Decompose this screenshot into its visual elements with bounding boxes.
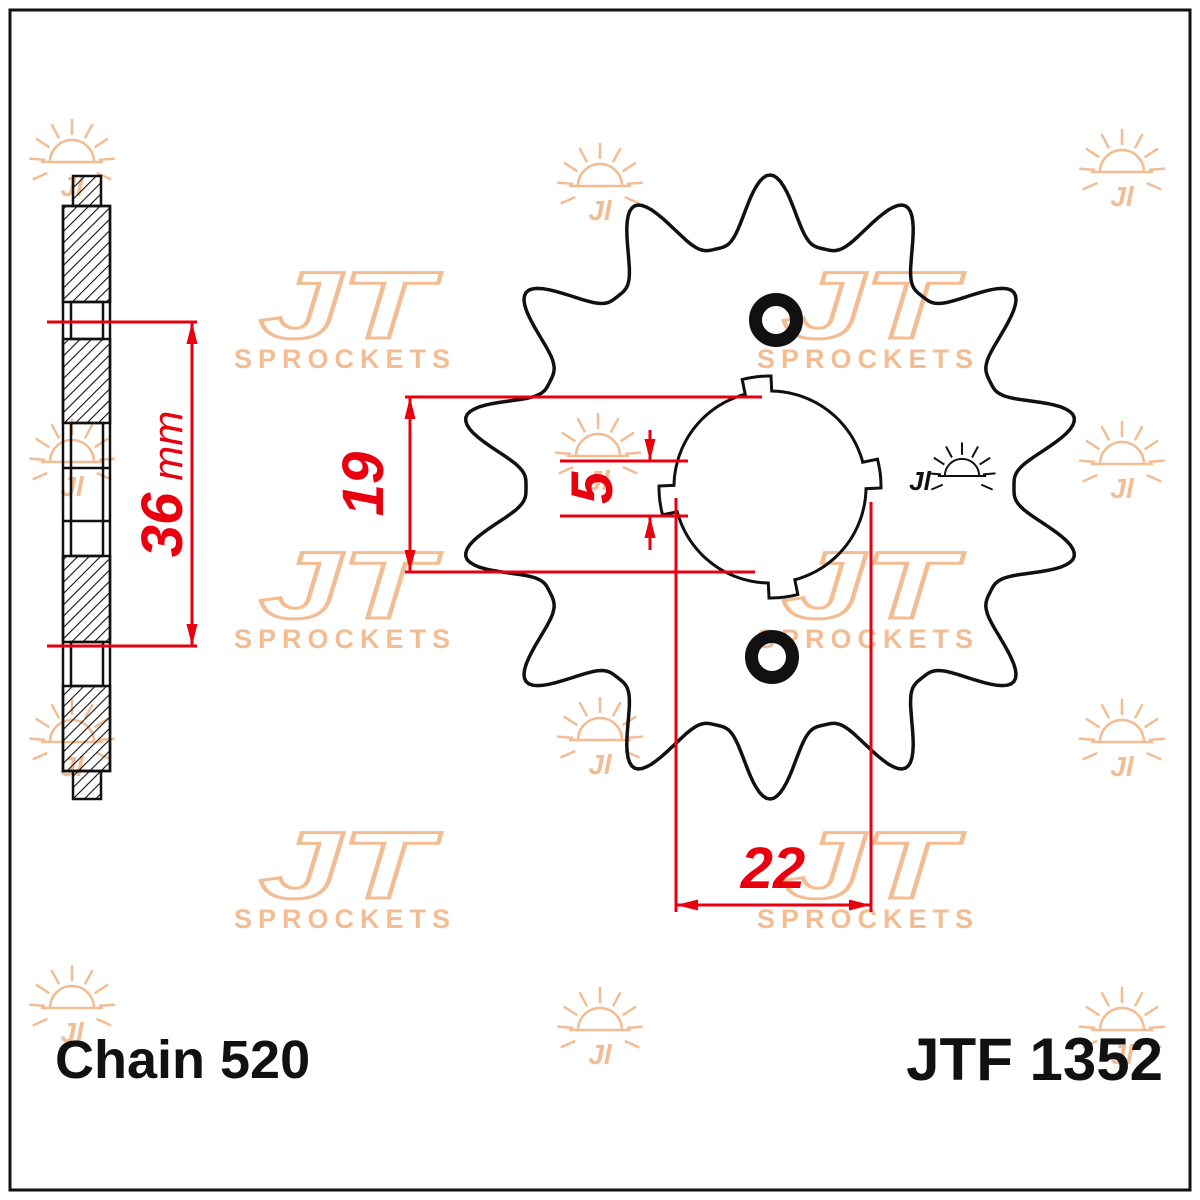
arrowhead <box>849 899 871 911</box>
gear-teeth-outline <box>464 173 1076 801</box>
arrowhead <box>676 899 698 911</box>
side-hub-detail <box>69 421 105 558</box>
dimension-lines <box>47 320 873 912</box>
arrowhead <box>404 397 416 419</box>
bolt-hole-bottom <box>745 630 799 684</box>
jt-sprockets-watermark <box>232 531 458 656</box>
dim-5-label: 5 <box>560 471 625 504</box>
jt-stamp-text: Jl <box>909 466 931 496</box>
bolt-hole-top <box>749 293 803 347</box>
dimension-labels: 36mm 19 5 22 <box>130 322 871 911</box>
jt-stamp: Jl <box>909 441 997 496</box>
dim-36-label: 36mm <box>130 411 195 558</box>
sprocket-front-view: Jl <box>464 173 1076 801</box>
side-hatch-block <box>61 554 112 644</box>
arrowhead <box>644 439 656 461</box>
drawing-border <box>8 8 1192 1192</box>
dim-19-label: 19 <box>331 452 396 517</box>
arrowhead <box>404 550 416 572</box>
captions: Chain 520 JTF 1352 <box>55 1026 1163 1093</box>
jt-sprockets-watermark <box>232 251 458 376</box>
dim-22-label: 22 <box>740 836 806 901</box>
jt-sprockets-watermark <box>755 531 981 656</box>
part-number: JTF 1352 <box>906 1026 1163 1093</box>
sprocket-side-view <box>61 174 112 801</box>
side-top-cap <box>71 174 103 208</box>
arrowhead <box>186 322 198 344</box>
arrowhead <box>186 624 198 646</box>
arrowhead <box>644 516 656 538</box>
side-hatch-block <box>61 684 112 773</box>
side-bottom-cap <box>71 769 103 801</box>
chain-label: Chain 520 <box>55 1030 310 1090</box>
side-hatch-block <box>61 337 112 425</box>
side-hub-detail <box>69 640 105 688</box>
jt-sprockets-watermark <box>232 811 458 936</box>
spline-bore <box>657 374 883 600</box>
side-hatch-block <box>61 204 112 304</box>
